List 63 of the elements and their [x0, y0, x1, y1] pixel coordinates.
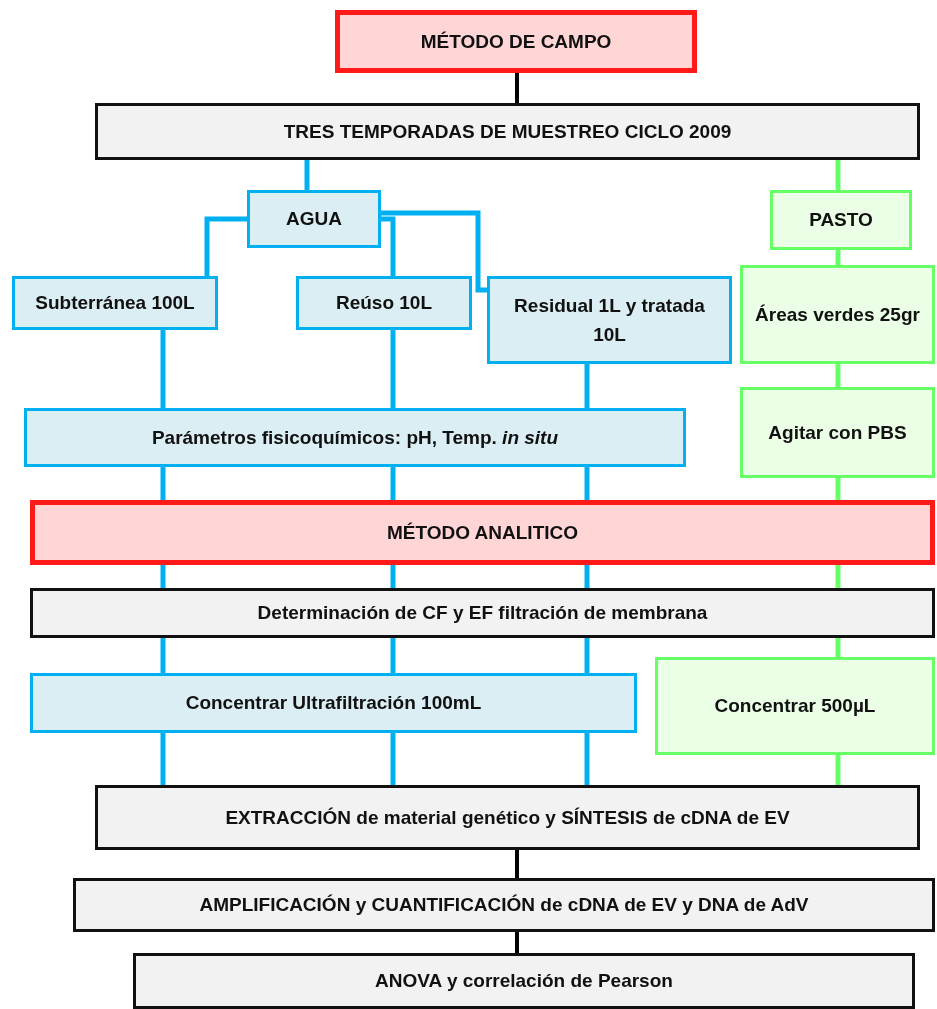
process-box [655, 657, 935, 755]
process-box [73, 878, 935, 932]
process-box [12, 276, 218, 330]
connector-line [304, 160, 310, 190]
box-label: Parámetros fisicoquímicos: pH, Temp. in situ [151, 425, 559, 450]
connector-line [835, 638, 841, 657]
connector-line [390, 467, 396, 500]
connector-line [390, 330, 396, 408]
connector-line [835, 250, 841, 265]
box-label: MÉTODO ANALITICO [386, 520, 579, 545]
connector-line [835, 364, 841, 387]
process-box [740, 265, 935, 364]
box-label: Concentrar Ultrafiltración 100mL [185, 691, 482, 716]
box-label: Determinación de CF y EF filtración de membrana [257, 601, 708, 626]
box-label: PASTO [809, 208, 873, 233]
connector-line [835, 478, 841, 500]
box-label: Reúso 10L [335, 291, 433, 316]
connector-line [515, 73, 519, 103]
connector-line [390, 733, 396, 785]
box-label: MÉTODO DE CAMPO [420, 29, 612, 54]
connector-line [160, 330, 166, 408]
process-box [24, 408, 686, 467]
connector-line [835, 755, 841, 785]
connector-line [584, 638, 590, 673]
box-label: AGUA [286, 207, 342, 232]
box-label: Agitar con PBS [768, 420, 907, 445]
process-box [30, 500, 935, 565]
connector-line [584, 467, 590, 500]
connector-line [584, 565, 590, 588]
connector-line [835, 160, 841, 190]
connector-line [835, 565, 841, 588]
connector-line [515, 850, 519, 878]
connector-line [381, 210, 487, 293]
process-box [247, 190, 381, 248]
connector-line [160, 638, 166, 673]
connector-line [390, 638, 396, 673]
process-box [133, 953, 915, 1009]
process-box [30, 673, 637, 733]
process-box [770, 190, 912, 250]
box-label: ANOVA y correlación de Pearson [375, 969, 673, 994]
connector-line [390, 565, 396, 588]
process-box [487, 276, 732, 364]
process-box [95, 103, 920, 160]
connector-line [204, 216, 247, 276]
connector-line [160, 733, 166, 785]
box-label: Residual 1L y tratada 10L [513, 293, 706, 347]
connector-line [160, 467, 166, 500]
box-label: Áreas verdes 25gr [755, 302, 920, 327]
process-box [296, 276, 472, 330]
box-label: EXTRACCIÓN de material genético y SÍNTESIS de cDNA de EV [225, 805, 790, 830]
connector-line [160, 565, 166, 588]
connector-line [381, 216, 396, 276]
box-label: TRES TEMPORADAS DE MUESTREO CICLO 2009 [283, 119, 732, 144]
box-label: AMPLIFICACIÓN y CUANTIFICACIÓN de cDNA de EV y DNA de AdV [199, 893, 809, 918]
process-box [30, 588, 935, 638]
box-label: Concentrar 500µL [714, 694, 876, 719]
process-box [335, 10, 697, 73]
connector-line [515, 932, 519, 953]
box-label: Subterránea 100L [35, 291, 195, 316]
process-box [740, 387, 935, 478]
connector-line [584, 364, 590, 408]
connector-line [584, 733, 590, 785]
process-box [95, 785, 920, 850]
